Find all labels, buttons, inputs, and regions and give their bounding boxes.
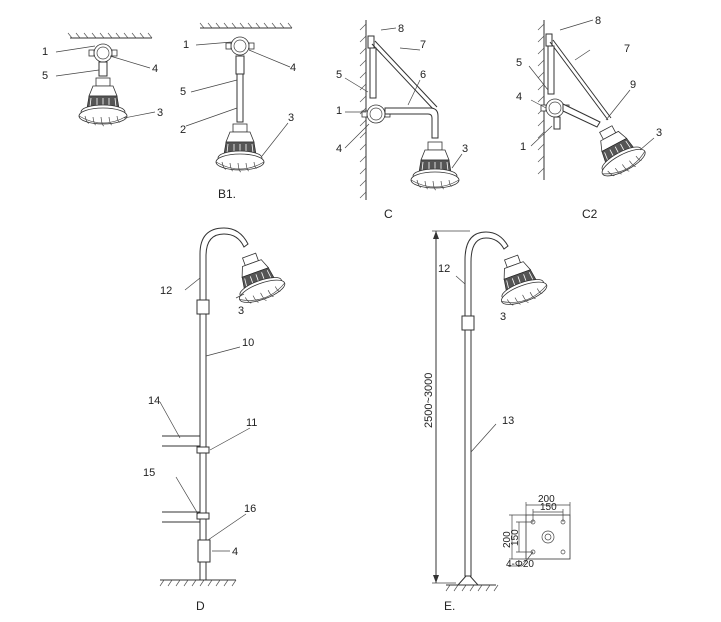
base-plate xyxy=(525,514,571,560)
bolt-hole-spec: 4-Φ20 xyxy=(506,559,534,570)
lamp-fixture xyxy=(215,123,265,173)
junction-box xyxy=(225,36,255,56)
pendant-pipe xyxy=(236,73,244,123)
base-height-inner: 150 xyxy=(510,529,521,546)
clamp-upper xyxy=(196,446,210,454)
figure-d: 12 3 10 14 11 15 16 4 D xyxy=(143,227,289,613)
callout-4: 4 xyxy=(232,546,238,558)
callout-7: 7 xyxy=(420,39,426,51)
callout-1: 1 xyxy=(42,46,48,58)
figure-a: 1 5 4 3 xyxy=(42,32,163,127)
callout-5: 5 xyxy=(180,86,186,98)
base-plate-detail: 200 150 200 150 4-Φ20 xyxy=(502,494,571,570)
callout-5: 5 xyxy=(336,69,342,81)
callout-5: 5 xyxy=(516,57,522,69)
callout-4: 4 xyxy=(290,62,296,74)
support-rod xyxy=(371,43,435,111)
callout-11: 11 xyxy=(246,417,257,429)
callout-3: 3 xyxy=(288,112,294,124)
figure-caption-c: C xyxy=(384,207,393,221)
pole-coupling xyxy=(461,315,475,331)
callout-4: 4 xyxy=(336,143,342,155)
callout-13: 13 xyxy=(502,415,514,427)
figure-e: 2500~3000 12 3 13 xyxy=(423,230,571,613)
wall-hatching xyxy=(359,23,367,199)
arm-pipe xyxy=(384,107,439,139)
callout-1: 1 xyxy=(183,39,189,51)
base-width-outer: 200 xyxy=(538,494,555,505)
callout-12: 12 xyxy=(160,285,172,297)
callout-7: 7 xyxy=(624,43,630,55)
callout-1: 1 xyxy=(520,141,526,153)
callout-2: 2 xyxy=(180,124,186,136)
callout-6: 6 xyxy=(420,69,426,81)
lamp-fixture xyxy=(488,248,551,312)
arm-pipe xyxy=(562,103,601,128)
callout-10: 10 xyxy=(242,337,254,349)
junction-box xyxy=(197,539,211,563)
callout-5: 5 xyxy=(42,70,48,82)
figure-c: 8 7 5 6 1 4 3 C xyxy=(336,20,468,221)
callout-4: 4 xyxy=(516,91,522,103)
callout-3: 3 xyxy=(157,107,163,119)
lamp-fixture xyxy=(78,77,128,127)
ground-hatching xyxy=(159,579,237,587)
ground-hatching xyxy=(445,584,499,592)
connector xyxy=(235,55,245,75)
ceiling-hatching xyxy=(67,32,153,39)
lamp-fixture xyxy=(410,141,460,191)
callout-15: 15 xyxy=(143,467,155,479)
callout-8: 8 xyxy=(398,23,404,35)
callout-3: 3 xyxy=(656,127,662,139)
lamp-fixture xyxy=(584,117,650,184)
junction-box xyxy=(88,43,118,63)
pole xyxy=(464,231,509,577)
lamp-fixture xyxy=(226,246,289,310)
pole-coupling xyxy=(196,299,210,315)
connector xyxy=(98,61,108,77)
pole xyxy=(199,227,249,581)
callout-9: 9 xyxy=(630,79,636,91)
callout-8: 8 xyxy=(595,15,601,27)
figure-caption-b1: B1. xyxy=(218,187,236,201)
figure-c2: 8 7 5 9 4 1 3 C2 xyxy=(516,15,662,221)
figure-caption-d: D xyxy=(196,599,205,613)
conduit xyxy=(369,47,377,99)
wall-hatching xyxy=(537,23,545,175)
callout-3: 3 xyxy=(238,305,244,317)
base-width-inner: 150 xyxy=(540,502,557,513)
ceiling-hatching xyxy=(199,22,293,29)
callout-3: 3 xyxy=(500,311,506,323)
bolt-hole xyxy=(560,549,566,555)
wall-bracket xyxy=(367,35,375,49)
callout-16: 16 xyxy=(244,503,256,515)
figure-caption-c2: C2 xyxy=(582,207,598,221)
conduit xyxy=(547,45,555,95)
callout-1: 1 xyxy=(336,105,342,117)
figure-b1: 1 4 5 2 3 B1. xyxy=(180,22,296,201)
callout-4: 4 xyxy=(152,63,158,75)
pole-height-dimension: 2500~3000 xyxy=(423,373,435,428)
figure-caption-e: E. xyxy=(444,599,455,613)
pole-base-plate xyxy=(456,575,480,586)
base-height-outer: 200 xyxy=(502,531,513,548)
support-rod xyxy=(549,41,609,121)
callout-12: 12 xyxy=(438,263,450,275)
callout-14: 14 xyxy=(148,395,160,407)
clamp-lower xyxy=(196,512,210,520)
callout-3: 3 xyxy=(462,143,468,155)
